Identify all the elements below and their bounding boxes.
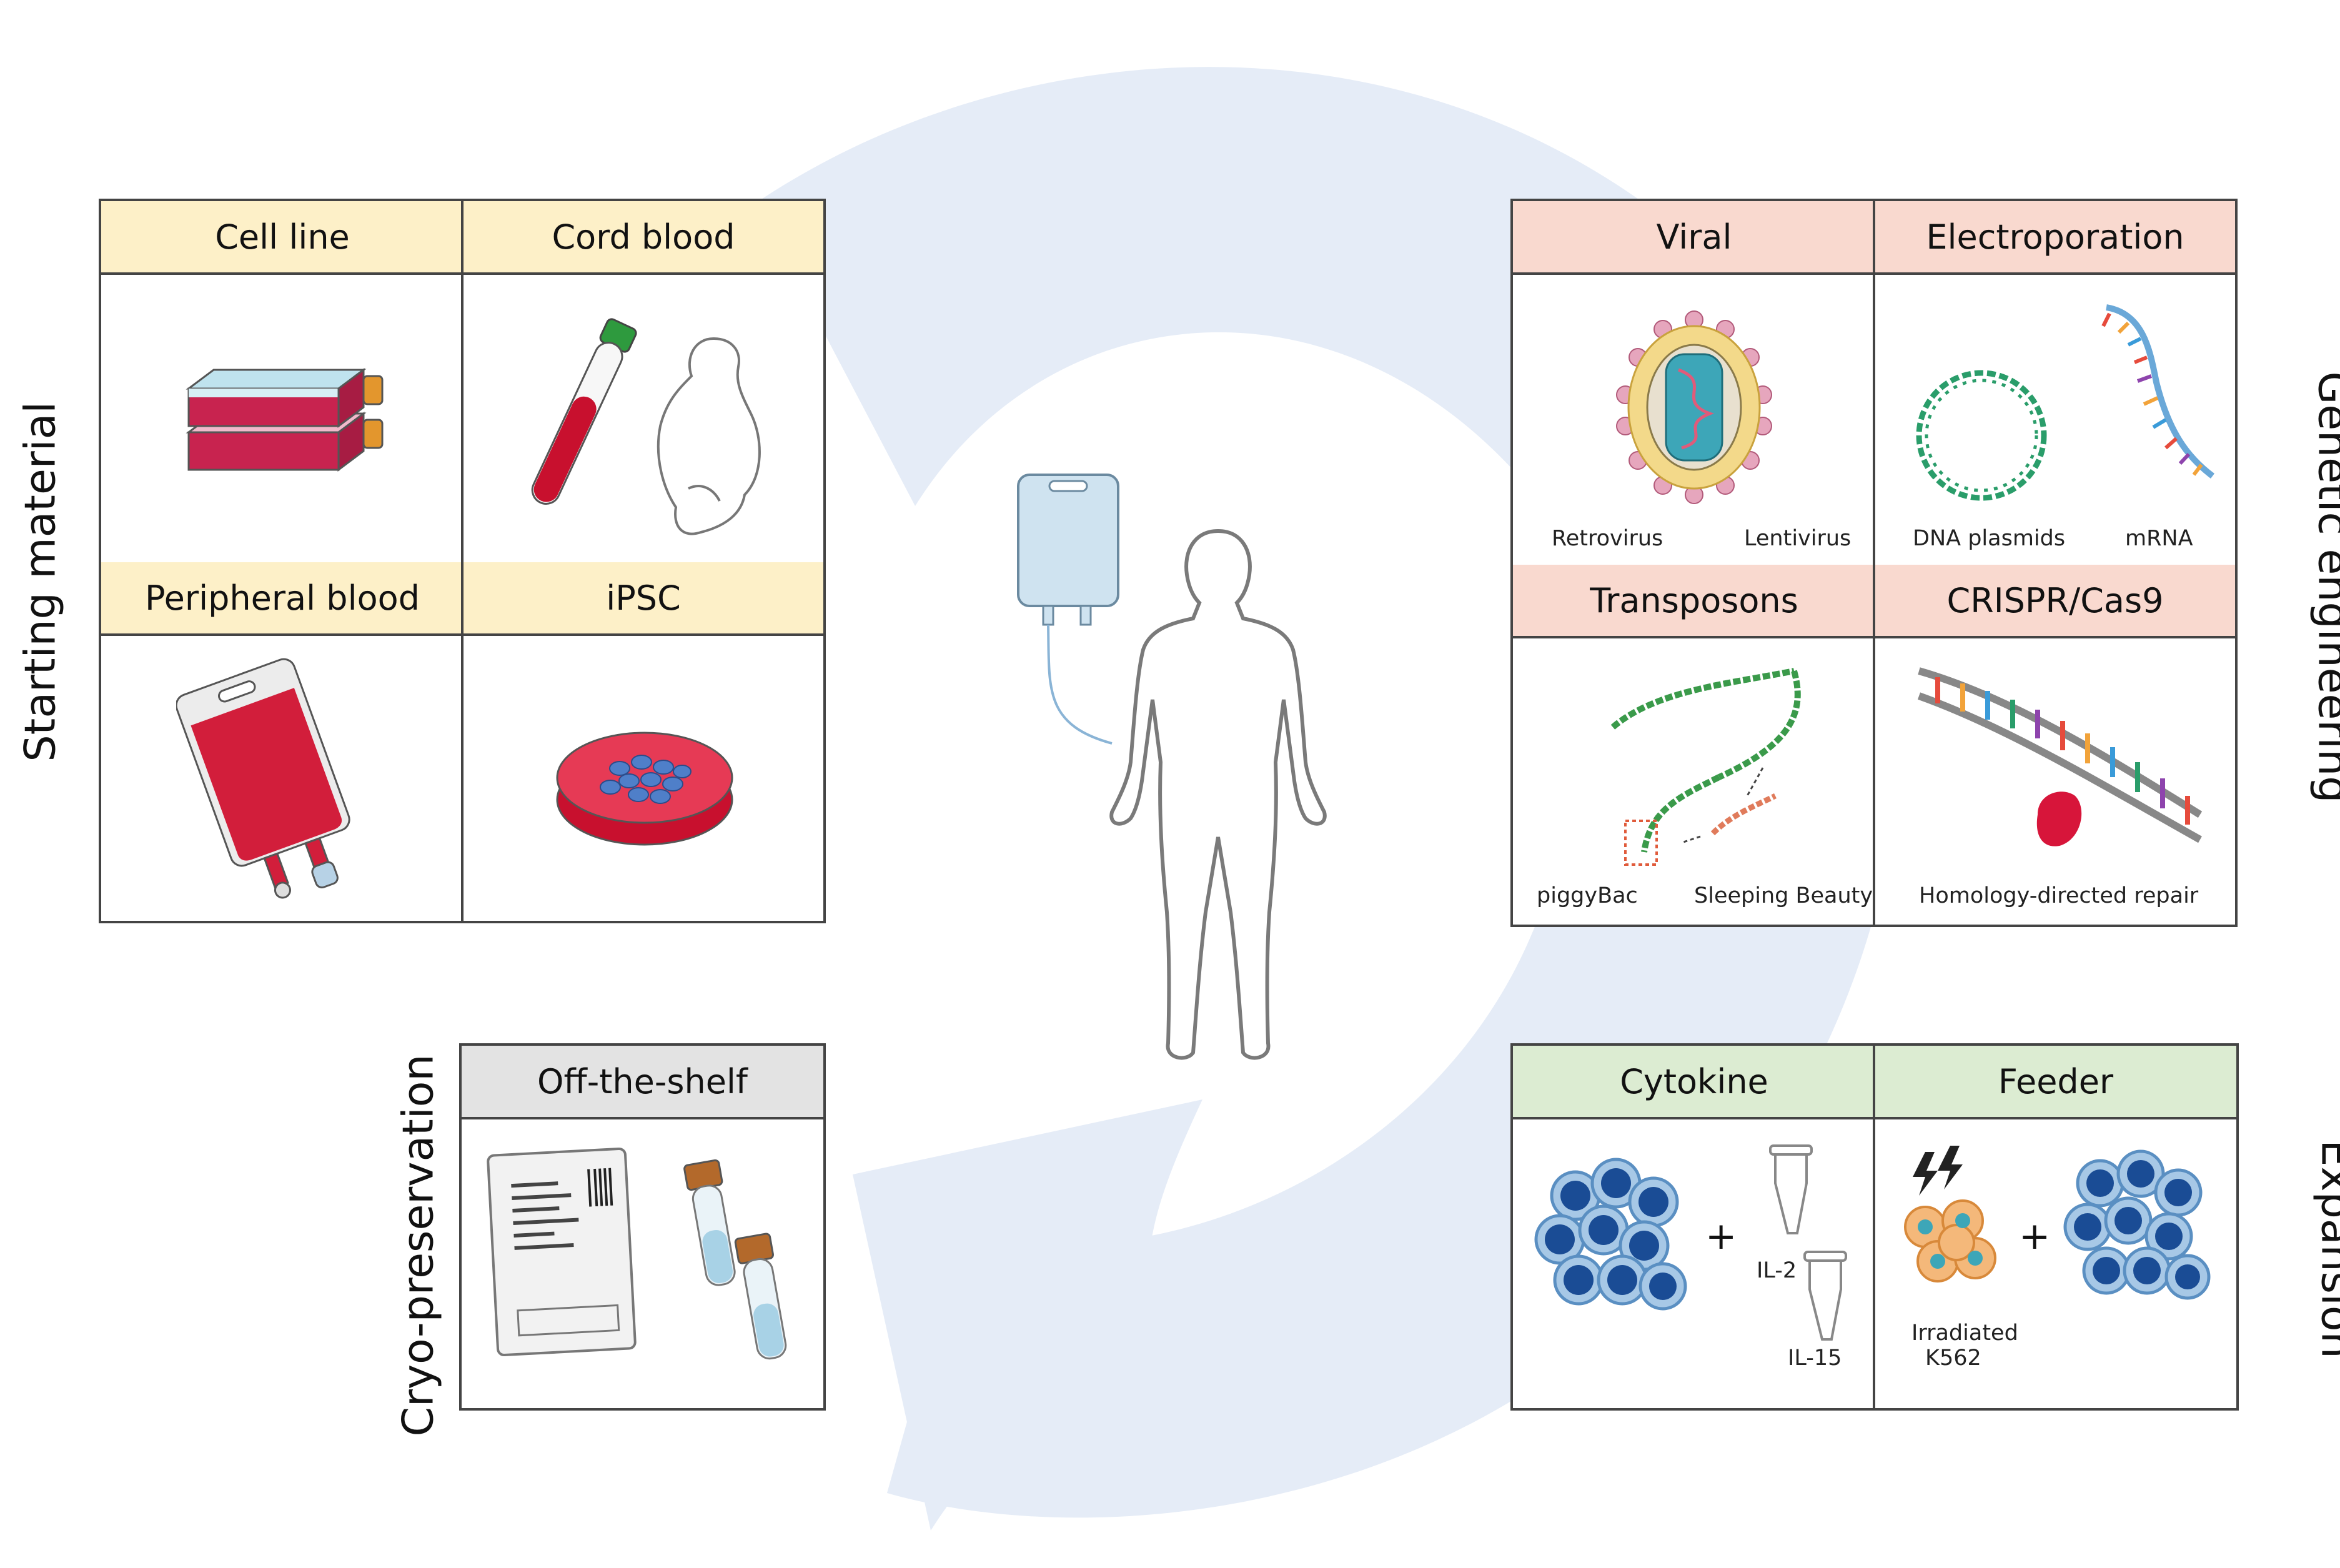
- stacked-flasks-icon: [186, 368, 384, 472]
- starting-material-panel: Cell line Cord blood: [99, 199, 826, 923]
- ipsc-cell: iPSC: [464, 562, 823, 921]
- svg-text:+: +: [1705, 1214, 1737, 1258]
- svg-text:+: +: [2019, 1214, 2050, 1258]
- blood-tube-and-baby-icon: [531, 318, 761, 535]
- dna-plasmid-and-mrna-icon: [1916, 304, 2215, 501]
- irradiated-label: Irradiated: [1911, 1321, 2018, 1346]
- transposons-cell: Transposons piggyBac Sleeping Beauty: [1513, 565, 1875, 925]
- cytokine-cell: Cytokine +: [1513, 1046, 1875, 1408]
- petri-dish-icon: [556, 732, 733, 846]
- off-the-shelf-cell: Off-the-shelf: [462, 1046, 823, 1408]
- genetic-engineering-side-label: Genetic engineering: [2308, 371, 2340, 803]
- il-2-label: IL-2: [1757, 1258, 1797, 1283]
- crispr-cas9-title: CRISPR/Cas9: [1875, 565, 2235, 638]
- feeder-cell: Feeder +: [1875, 1046, 2236, 1408]
- divider: [1873, 201, 1875, 925]
- divider: [1873, 1046, 1875, 1408]
- cord-blood-cell: Cord blood: [464, 201, 823, 562]
- patient-with-iv-bag-icon: [1017, 474, 1327, 1060]
- viral-title: Viral: [1513, 201, 1875, 275]
- peripheral-blood-cell: Peripheral blood: [101, 562, 464, 921]
- cryopreservation-side-label: Cryo-preservation: [394, 1054, 444, 1437]
- peripheral-blood-title: Peripheral blood: [101, 562, 464, 636]
- genetic-engineering-panel: Viral Retrovirus Lentivirus Electroporat…: [1510, 199, 2238, 927]
- cytokine-title: Cytokine: [1513, 1046, 1875, 1119]
- ipsc-title: iPSC: [464, 562, 823, 636]
- cryopreservation-panel: Off-the-shelf: [459, 1043, 826, 1411]
- starting-material-side-label: Starting material: [16, 401, 66, 762]
- cell-cluster-and-tubes-icon: +: [1534, 1144, 1847, 1341]
- homology-directed-repair-label: Homology-directed repair: [1919, 883, 2199, 908]
- virus-icon: [1616, 310, 1772, 504]
- crispr-cas9-icon: [1917, 667, 2203, 846]
- lightning-icon: [1913, 1146, 1963, 1196]
- cell-line-cell: Cell line: [101, 201, 464, 562]
- cryo-bag-and-vials-icon: [487, 1147, 787, 1360]
- blood-bag-icon: [176, 658, 350, 899]
- retrovirus-label: Retrovirus: [1552, 526, 1663, 551]
- lentivirus-label: Lentivirus: [1744, 526, 1852, 551]
- cell-line-title: Cell line: [101, 201, 464, 275]
- mrna-label: mRNA: [2125, 526, 2193, 551]
- off-the-shelf-title: Off-the-shelf: [462, 1046, 823, 1119]
- electroporation-title: Electroporation: [1875, 201, 2235, 275]
- transposon-helix-icon: [1610, 668, 1801, 866]
- il-15-label: IL-15: [1788, 1346, 1842, 1371]
- feeder-title: Feeder: [1875, 1046, 2236, 1119]
- sleeping-beauty-label: Sleeping Beauty: [1694, 883, 1873, 908]
- expansion-panel: Cytokine +: [1510, 1043, 2239, 1411]
- k562-label: K562: [1925, 1346, 1981, 1371]
- cycle-arrow-head: [853, 1099, 1202, 1531]
- human-silhouette: [1109, 528, 1327, 1060]
- viral-cell: Viral Retrovirus Lentivirus: [1513, 201, 1875, 565]
- electroporation-cell: Electroporation DNA plasm: [1875, 201, 2235, 565]
- cord-blood-title: Cord blood: [464, 201, 823, 275]
- transposons-title: Transposons: [1513, 565, 1875, 638]
- divider: [461, 201, 464, 921]
- dna-plasmids-label: DNA plasmids: [1913, 526, 2066, 551]
- expansion-side-label: Expansion: [2311, 1139, 2340, 1359]
- piggybac-label: piggyBac: [1537, 883, 1638, 908]
- feeder-cells-icon: +: [1904, 1146, 2211, 1300]
- crispr-cas9-cell: CRISPR/Cas9 Ho: [1875, 565, 2235, 925]
